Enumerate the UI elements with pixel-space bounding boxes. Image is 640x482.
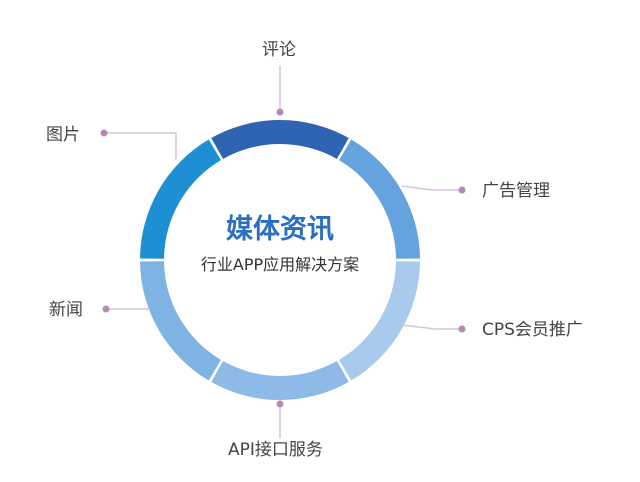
connector-dot-api xyxy=(276,400,284,408)
center-subtitle: 行业APP应用解决方案 xyxy=(200,255,360,274)
label-cps: CPS会员推广 xyxy=(482,320,583,340)
ring xyxy=(140,119,420,401)
connector-dot-ad-management xyxy=(458,186,466,194)
label-ad-management: 广告管理 xyxy=(482,181,550,201)
connector-dot-review xyxy=(276,108,284,116)
ring-segment-api xyxy=(140,261,221,381)
label-review: 评论 xyxy=(262,40,296,60)
ring-segment-review xyxy=(339,139,420,259)
connectors xyxy=(100,66,466,438)
label-images: 图片 xyxy=(46,125,80,145)
ring-center xyxy=(165,145,395,375)
connector-cps xyxy=(401,324,462,330)
connector-images xyxy=(104,132,177,160)
label-api: API接口服务 xyxy=(228,440,323,460)
ring-segment-cps xyxy=(211,361,349,401)
connector-dot-news xyxy=(102,305,110,313)
connector-dot-cps xyxy=(458,325,466,333)
center-title: 媒体资讯 xyxy=(226,214,334,245)
connector-ad-management xyxy=(401,185,462,191)
label-news: 新闻 xyxy=(49,300,83,320)
ring-segment-images xyxy=(211,119,349,159)
ring-segment-news xyxy=(140,139,221,259)
connector-dot-images xyxy=(100,129,108,137)
ring-segment-ad-management xyxy=(339,261,420,381)
